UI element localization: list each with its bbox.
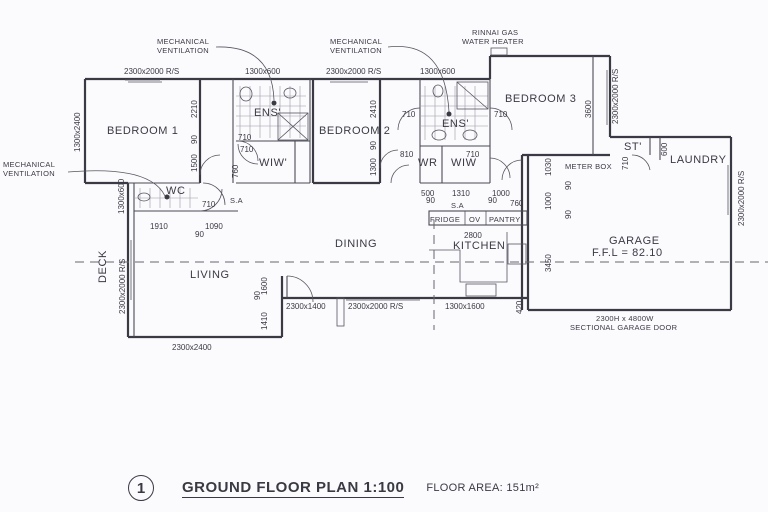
dimension-label: 2300x2000 R/S bbox=[611, 69, 620, 124]
room-label-ens2: ENS' bbox=[442, 118, 469, 130]
room-label-garage: GARAGE bbox=[609, 235, 660, 247]
dimension-label: 1300x600 bbox=[245, 67, 281, 76]
dimension-label: 1500 bbox=[190, 154, 199, 172]
dimension-label: 1090 bbox=[205, 222, 223, 231]
dimension-label: 1300x2400 bbox=[73, 112, 82, 152]
smoke-alarm-1: S.A bbox=[230, 196, 243, 205]
room-label-wiw2: WIW bbox=[451, 157, 477, 169]
dimension-label: 3450 bbox=[544, 254, 553, 272]
dimension-label: 710 bbox=[466, 150, 480, 159]
dimension-label: 420 bbox=[515, 300, 524, 314]
garage-ffl: F.F.L = 82.10 bbox=[592, 247, 663, 259]
dimension-label: 2300x2000 R/S bbox=[118, 259, 127, 314]
dimension-label: 810 bbox=[400, 150, 414, 159]
mech-vent-2-line1: MECHANICAL bbox=[330, 37, 382, 46]
dimension-label: 1310 bbox=[452, 189, 470, 198]
room-label-bedroom1: BEDROOM 1 bbox=[107, 125, 178, 137]
dimension-label: 1300x600 bbox=[420, 67, 456, 76]
room-label-laundry: LAUNDRY bbox=[670, 154, 727, 166]
mech-vent-3-line2: VENTILATION bbox=[3, 169, 55, 178]
dimension-label: 90 bbox=[426, 196, 435, 205]
dimension-label: 1000 bbox=[492, 189, 510, 198]
dimension-label: 1000 bbox=[544, 192, 553, 210]
room-label-bedroom2: BEDROOM 2 bbox=[319, 125, 390, 137]
water-heater-line1: RINNAI GAS bbox=[472, 28, 518, 37]
garage-door-line1: 2300H x 4800W bbox=[596, 314, 654, 323]
dimension-label: 2410 bbox=[369, 100, 378, 118]
fridge-label: FRIDGE bbox=[430, 215, 460, 224]
mech-vent-1-line1: MECHANICAL bbox=[157, 37, 209, 46]
dimension-label: 710 bbox=[240, 145, 254, 154]
room-label-bedroom3: BEDROOM 3 bbox=[505, 93, 576, 105]
dimension-label: 2300x2000 R/S bbox=[737, 171, 746, 226]
room-label-wr: WR bbox=[418, 157, 438, 169]
dimension-label: 2210 bbox=[190, 100, 199, 118]
dimension-label: 90 bbox=[190, 135, 199, 144]
dimension-label: 710 bbox=[621, 156, 630, 170]
dimension-label: 760 bbox=[231, 164, 240, 178]
room-label-dining: DINING bbox=[335, 238, 377, 250]
plan-title-block: 1 GROUND FLOOR PLAN 1:100 FLOOR AREA: 15… bbox=[128, 474, 539, 502]
dimension-label: 2300x2000 R/S bbox=[124, 67, 179, 76]
dimension-label: 90 bbox=[195, 230, 204, 239]
interior-walls bbox=[128, 56, 661, 337]
oven-label: OV bbox=[469, 215, 480, 224]
dimension-label: 500 bbox=[421, 189, 435, 198]
bathroom-tiles bbox=[134, 81, 489, 208]
dimension-label: 1300x1600 bbox=[445, 302, 485, 311]
dimension-label: 2300x2400 bbox=[172, 343, 212, 352]
garage-door-line2: SECTIONAL GARAGE DOOR bbox=[570, 323, 678, 332]
dimension-label: 90 bbox=[253, 291, 262, 300]
smoke-alarm-2: S.A bbox=[451, 201, 464, 210]
room-label-store: ST' bbox=[624, 141, 642, 153]
dimension-label: 1910 bbox=[150, 222, 168, 231]
dimension-label: 1300 bbox=[369, 158, 378, 176]
mech-vent-3-line1: MECHANICAL bbox=[3, 160, 55, 169]
room-label-wc: WC bbox=[166, 185, 186, 197]
room-label-kitchen: KITCHEN bbox=[453, 240, 505, 252]
deck-label: DECK bbox=[97, 250, 109, 283]
dimension-label: 90 bbox=[564, 181, 573, 190]
exterior-walls bbox=[83, 54, 733, 339]
dimension-label: 710 bbox=[238, 133, 252, 142]
windows bbox=[125, 70, 729, 301]
dimension-label: 1300x600 bbox=[117, 178, 126, 214]
mech-vent-1-line2: VENTILATION bbox=[157, 46, 209, 55]
plan-title: GROUND FLOOR PLAN 1:100 bbox=[182, 478, 405, 498]
floor-area: FLOOR AREA: 151m² bbox=[426, 482, 540, 494]
water-heater-line2: WATER HEATER bbox=[462, 37, 524, 46]
dimension-label: 1030 bbox=[544, 158, 553, 176]
dimension-label: 760 bbox=[510, 199, 524, 208]
pantry-label: PANTRY bbox=[489, 215, 521, 224]
room-label-living: LIVING bbox=[190, 269, 230, 281]
dimension-label: 710 bbox=[494, 110, 508, 119]
room-label-wiw1: WIW' bbox=[259, 157, 287, 169]
plan-number-badge: 1 bbox=[128, 475, 154, 501]
dimension-label: 90 bbox=[488, 196, 497, 205]
dimension-label: 1410 bbox=[260, 312, 269, 330]
dimension-label: 90 bbox=[369, 141, 378, 150]
dimension-label: 2800 bbox=[464, 231, 482, 240]
door-swings bbox=[199, 107, 651, 303]
dimension-label: 3600 bbox=[584, 100, 593, 118]
room-label-ens1: ENS' bbox=[254, 107, 281, 119]
dimension-label: 710 bbox=[402, 110, 416, 119]
dimension-label: 2300x2000 R/S bbox=[348, 302, 403, 311]
annotations: MECHANICAL VENTILATION MECHANICAL VENTIL… bbox=[3, 28, 678, 332]
room-labels: BEDROOM 1 BEDROOM 2 BEDROOM 3 ENS' ENS' … bbox=[97, 93, 727, 283]
dimension-label: 2300x2000 R/S bbox=[326, 67, 381, 76]
dimension-label: 600 bbox=[660, 142, 669, 156]
dimension-label: 2300x1400 bbox=[286, 302, 326, 311]
dimension-label: 1600 bbox=[260, 277, 269, 295]
leader-lines bbox=[67, 45, 508, 197]
dimensions: 2300x2000 R/S 1300x600 2300x2000 R/S 130… bbox=[73, 67, 746, 352]
dimension-label: 90 bbox=[564, 210, 573, 219]
dimension-label: 710 bbox=[202, 200, 216, 209]
mech-vent-2-line2: VENTILATION bbox=[330, 46, 382, 55]
meter-box-label: METER BOX bbox=[565, 162, 612, 171]
